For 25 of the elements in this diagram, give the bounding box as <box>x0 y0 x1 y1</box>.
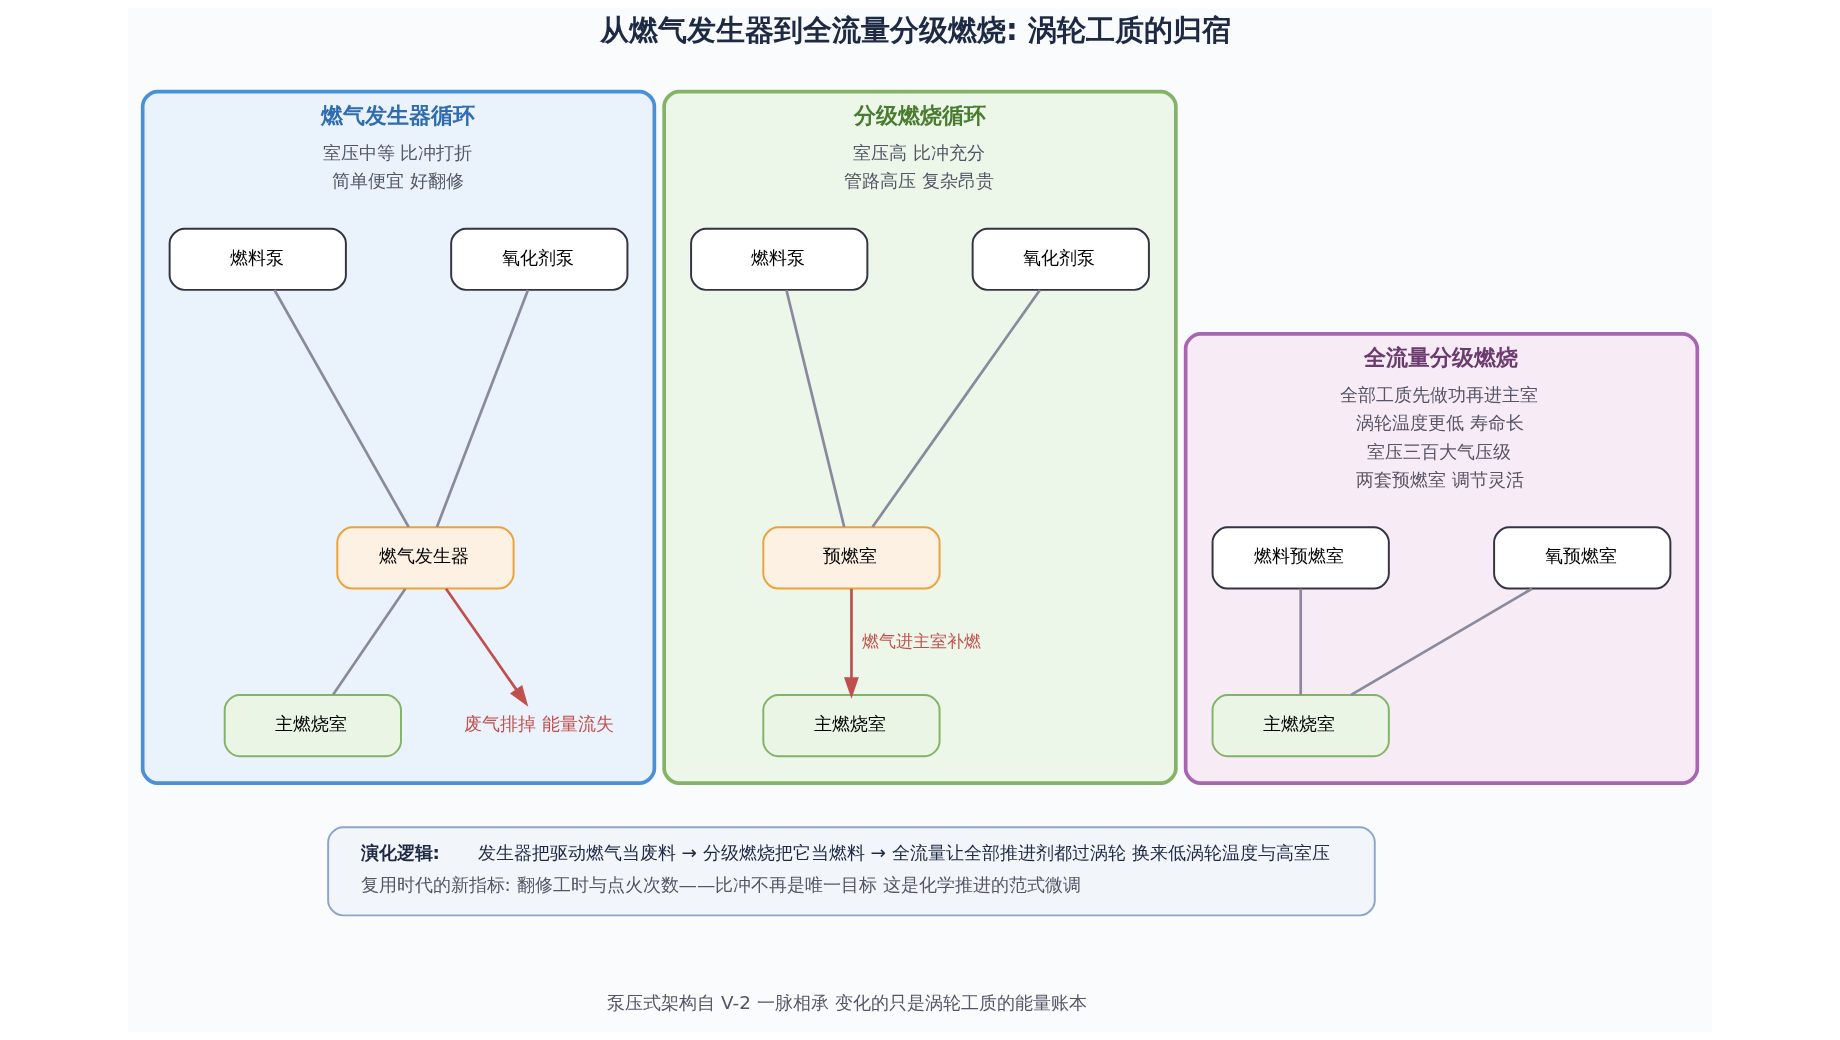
connector <box>871 289 1042 528</box>
connector <box>1350 587 1533 697</box>
node-box: 主燃烧室 <box>1211 694 1390 758</box>
node-box: 预燃室 <box>762 526 941 590</box>
node-text: 废气排掉 能量流失 <box>464 712 614 734</box>
node-box: 燃料预燃室 <box>1211 526 1390 590</box>
node-box: 氧化剂泵 <box>971 227 1150 291</box>
node-box: 主燃烧室 <box>762 694 941 758</box>
connector <box>785 289 846 528</box>
connector <box>273 289 410 528</box>
node-box: 氧化剂泵 <box>450 227 629 291</box>
node-box: 燃料泵 <box>168 227 347 291</box>
node-box: 氧预燃室 <box>1493 526 1672 590</box>
node-box: 演化逻辑: 发生器把驱动燃气当废料 → 分级燃烧把它当燃料 → 全流量让全部推进剂都过涡轮 换来低涡轮温度与高室压 复用时代的新指标: 翻修工时与点火次数——比冲不再是唯一目标 这是化学推进的范式微调 <box>327 826 1376 917</box>
node-box: 燃料泵 <box>690 227 869 291</box>
node-box: 燃气发生器 <box>336 526 515 590</box>
edge-label: 燃气进主室补燃 <box>862 630 982 651</box>
connector <box>332 587 407 696</box>
caption: 泵压式架构自 V-2 一脉相承 变化的只是涡轮工质的能量账本 <box>607 992 1087 1014</box>
arrow <box>844 588 859 699</box>
connector <box>435 289 530 528</box>
node-box: 主燃烧室 <box>223 694 402 758</box>
connector <box>1299 588 1303 695</box>
diagram-title: 从燃气发生器到全流量分级燃烧: 涡轮工质的归宿 <box>599 13 1231 48</box>
arrow <box>444 587 529 707</box>
